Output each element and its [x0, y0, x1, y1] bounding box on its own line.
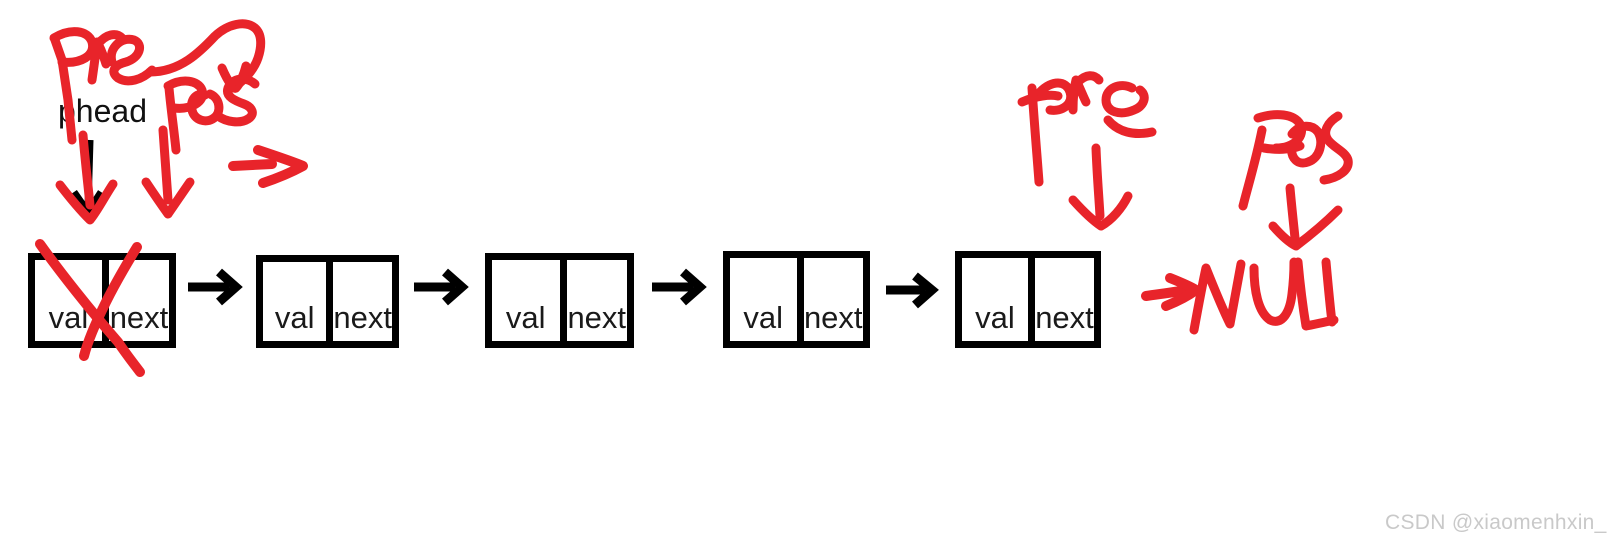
- connector-arrow-3-head: [680, 268, 707, 306]
- connector-arrow-2-head: [442, 268, 469, 306]
- phead-arrow-head: [71, 189, 104, 219]
- node-2-val-cell: val: [274, 300, 315, 335]
- node-1-val-cell: val: [48, 300, 89, 335]
- csdn-watermark: CSDN @xiaomenhxin_: [1385, 511, 1607, 534]
- phead-arrow-shaft: [84, 139, 94, 209]
- node-5-next-cell: next: [1028, 258, 1094, 341]
- node-5-val-cell: val: [975, 300, 1015, 335]
- node-2-next-cell: next: [326, 262, 392, 341]
- connector-arrow-1-head: [216, 268, 243, 306]
- list-node-4: val next: [723, 251, 870, 348]
- list-node-5: val next: [955, 251, 1101, 348]
- node-3-next-cell: next: [559, 260, 628, 341]
- list-node-3: val next: [485, 253, 634, 348]
- phead-label: phead: [58, 93, 147, 129]
- list-node-2: val next: [256, 255, 399, 348]
- node-1-next-cell: next: [102, 260, 169, 341]
- list-node-1: val next: [28, 253, 176, 348]
- connector-arrow-4-head: [912, 272, 939, 309]
- node-4-next-cell: next: [796, 258, 864, 341]
- node-4-val-cell: val: [743, 300, 784, 335]
- node-3-val-cell: val: [505, 300, 546, 335]
